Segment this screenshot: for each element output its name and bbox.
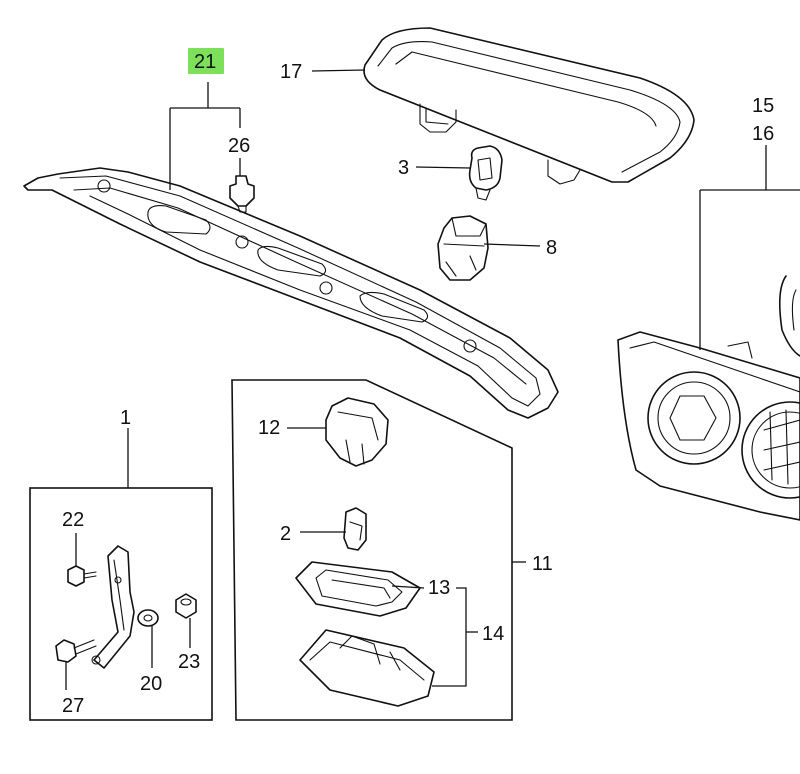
- wedge-bulb: [343, 507, 367, 551]
- part-number-13: 13: [428, 577, 450, 599]
- part-number-27: 27: [62, 695, 84, 717]
- license-light-housing: [299, 629, 435, 707]
- lamp-socket: [437, 215, 489, 281]
- leader-lines: [65, 69, 800, 690]
- group-box-11: [231, 379, 513, 721]
- part-number-22: 22: [62, 509, 84, 531]
- part-number-12: 12: [258, 417, 280, 439]
- bolt-22: [67, 565, 97, 587]
- part-number-8: 8: [546, 237, 557, 259]
- part-number-1: 1: [120, 407, 131, 429]
- part-number-16: 16: [752, 123, 774, 145]
- nut-20: [137, 609, 159, 627]
- part-number-15: 15: [752, 95, 774, 117]
- clip-fastener: [229, 175, 255, 213]
- part-number-11: 11: [532, 553, 553, 575]
- high-mount-stop-light: [363, 27, 695, 185]
- bolt-27: [55, 639, 97, 663]
- highlight-21: [188, 48, 224, 74]
- part-number-17: 17: [280, 61, 302, 83]
- part-number-3: 3: [398, 157, 409, 179]
- grommet-23: [175, 593, 197, 619]
- license-light-socket: [325, 397, 389, 467]
- part-number-21: 21: [194, 51, 216, 73]
- part-number-20: 20: [140, 673, 162, 695]
- rear-combination-light: [617, 275, 800, 521]
- trunk-garnish: [23, 167, 559, 419]
- part-number-26: 26: [228, 135, 250, 157]
- part-number-2: 2: [280, 523, 291, 545]
- license-bracket: [91, 545, 135, 669]
- bulb-socket: [468, 145, 503, 201]
- part-number-23: 23: [178, 651, 200, 673]
- license-light-lens: [295, 561, 421, 617]
- group-box-1: [29, 487, 213, 721]
- part-number-14: 14: [482, 623, 504, 645]
